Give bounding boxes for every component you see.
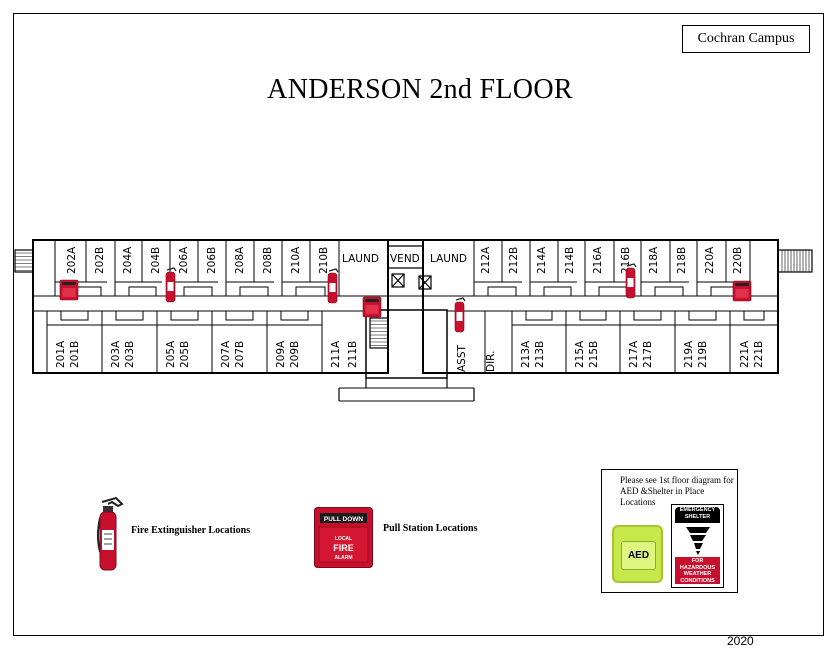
pull-station-mid-text: LOCAL <box>335 536 352 542</box>
east-wing-outline <box>422 239 779 374</box>
fire-extinguisher-marker <box>165 267 177 303</box>
room-label-218a: 218A <box>648 246 660 274</box>
room-label-217b: 217B <box>642 341 654 368</box>
room-label-219b: 219B <box>697 341 709 368</box>
shelter-bottom-text: FOR HAZARDOUS WEATHER CONDITIONS <box>675 557 720 584</box>
room-label-217a: 217A <box>628 340 640 368</box>
fire-extinguisher-marker <box>625 263 637 299</box>
room-label-207b: 207B <box>234 341 246 368</box>
room-label-205b: 205B <box>179 341 191 368</box>
room-label-212a: 212A <box>480 246 492 274</box>
pull-station-main-text: FIRE <box>333 543 354 553</box>
laundry-room-east: LAUND <box>430 253 467 265</box>
room-label-203a: 203A <box>110 340 122 368</box>
room-label-221a: 221A <box>739 340 751 368</box>
pull-station-marker <box>59 279 79 301</box>
map-frame <box>13 13 824 636</box>
pull-station-marker <box>362 296 382 318</box>
room-label-210b: 210B <box>318 247 330 274</box>
aed-icon: AED <box>612 525 663 583</box>
room-label-219a: 219A <box>683 340 695 368</box>
room-label-221b: 221B <box>753 341 765 368</box>
laundry-room-west: LAUND <box>342 253 379 265</box>
vending-room: VEND <box>390 253 420 265</box>
room-label-201a: 201A <box>55 340 67 368</box>
room-label-212b: 212B <box>508 247 520 274</box>
room-label-210a: 210A <box>290 246 302 274</box>
emergency-shelter-sign: EMERGENCY SHELTER FOR HAZARDOUS WEATHER … <box>671 504 724 588</box>
room-label-205a: 205A <box>165 340 177 368</box>
west-wing-outline <box>32 239 389 374</box>
room-label-202b: 202B <box>94 247 106 274</box>
room-label-203b: 203B <box>124 341 136 368</box>
aed-label: AED <box>621 541 656 570</box>
room-label-214b: 214B <box>564 247 576 274</box>
fire-extinguisher-icon <box>97 496 124 571</box>
assistant-room: ASST <box>456 344 468 372</box>
room-label-208a: 208A <box>234 246 246 274</box>
campus-label: Cochran Campus <box>682 25 810 53</box>
notice-text: Please see 1st floor diagram for AED &Sh… <box>620 475 734 507</box>
director-room: DIR. <box>485 351 497 372</box>
room-label-220b: 220B <box>732 247 744 274</box>
room-label-202a: 202A <box>66 246 78 274</box>
room-label-209b: 209B <box>289 341 301 368</box>
pull-station-legend-label: Pull Station Locations <box>383 523 478 534</box>
fire-extinguisher-marker <box>327 268 339 304</box>
room-label-213b: 213B <box>534 341 546 368</box>
room-label-201b: 201B <box>69 341 81 368</box>
page-title: ANDERSON 2nd FLOOR <box>267 74 573 105</box>
room-label-211b: 211B <box>347 341 359 368</box>
room-label-214a: 214A <box>536 246 548 274</box>
center-block <box>365 309 448 379</box>
room-label-209a: 209A <box>275 340 287 368</box>
pull-station-icon: PULL DOWN LOCAL FIRE ALARM <box>314 507 373 568</box>
room-label-216b: 216B <box>620 247 632 274</box>
room-label-218b: 218B <box>676 247 688 274</box>
extinguisher-legend-label: Fire Extinguisher Locations <box>131 525 251 536</box>
room-label-211a: 211A <box>330 340 342 368</box>
shelter-top-text: EMERGENCY SHELTER <box>675 507 720 523</box>
pull-station-bottom-text: ALARM <box>334 555 352 561</box>
room-label-204b: 204B <box>150 247 162 274</box>
tornado-icon <box>686 527 710 555</box>
pull-station-top-text: PULL DOWN <box>324 516 364 523</box>
room-label-208b: 208B <box>262 247 274 274</box>
room-label-206b: 206B <box>206 247 218 274</box>
room-label-206a: 206A <box>178 246 190 274</box>
room-label-216a: 216A <box>592 246 604 274</box>
room-label-215a: 215A <box>574 340 586 368</box>
room-label-207a: 207A <box>220 340 232 368</box>
room-label-204a: 204A <box>122 246 134 274</box>
room-label-220a: 220A <box>704 246 716 274</box>
fire-extinguisher-marker <box>454 297 466 333</box>
pull-station-marker <box>732 280 752 302</box>
aed-shelter-notice: Please see 1st floor diagram for AED &Sh… <box>601 469 738 593</box>
room-label-215b: 215B <box>588 341 600 368</box>
year-label: 2020 <box>727 634 754 648</box>
room-label-213a: 213A <box>520 340 532 368</box>
